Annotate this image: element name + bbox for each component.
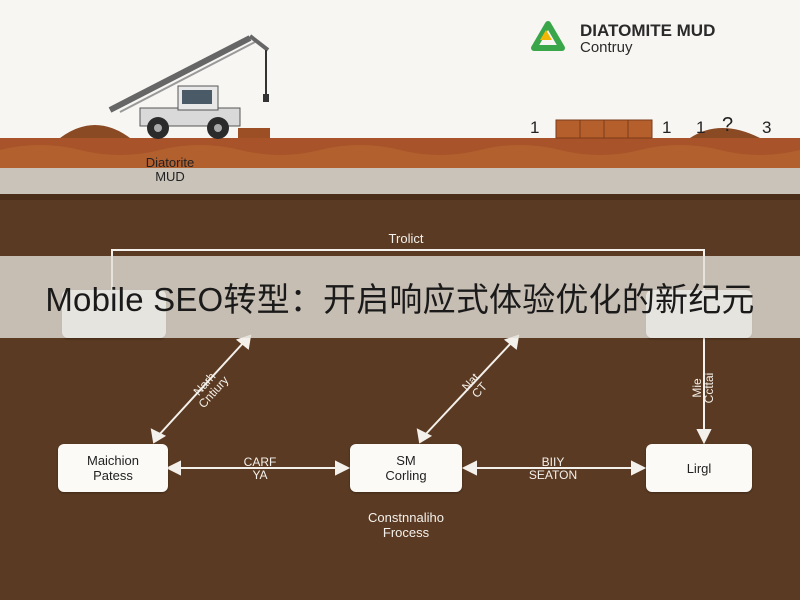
node-maichion: Maichion Patess [58,444,168,492]
crane-illustration [108,34,270,139]
scale-number: 1 [696,118,706,137]
ground-label: Diatorite MUD [120,156,220,184]
deep-soil-edge [0,194,800,200]
edge-label-d3: Mie Ccttai [690,353,716,423]
node-line1: Maichion [86,453,140,468]
node-line1: Lirgl [686,460,712,476]
process-caption: Constnnaliho Frocess [326,510,486,540]
ground-label-line2: MUD [155,169,185,184]
sky [0,0,800,140]
edge-label-line1: CARF [243,455,277,469]
scale-number: 1 [530,118,540,137]
ground-label-line1: Diatorite [145,155,195,170]
title-banner: Mobile SEO转型：开启响应式体验优化的新纪元 [0,256,800,338]
company-logo: DIATOMITE MUD Contruy [526,20,786,60]
edge-label-e2: BIIY SEATON [508,456,598,482]
edge-label-e1: CARF YA [220,456,300,482]
node-line2: Corling [385,468,427,483]
scale-number: 3 [762,118,772,137]
recycle-logo-icon [531,21,565,51]
caption-line2: Frocess [382,525,430,540]
node-lirgl: Lirgl [646,444,752,492]
node-line1: SM [396,453,416,468]
edge-label-line2: Ccttai [702,372,716,404]
logo-subtitle: Contruy [580,39,633,56]
edge-label-line2: SEATON [528,468,578,482]
dirt-mound [60,125,130,138]
caption-line1: Constnnaliho [368,510,444,525]
logo-title: DIATOMITE MUD [580,21,716,40]
top-connector-label: Trolict [388,231,424,246]
scale-number: ? [722,114,734,136]
node-sm: SM Corling [350,444,462,492]
edge-label-line2: YA [252,468,268,482]
right-arrowhead [696,429,712,445]
brick-platform [555,119,653,139]
banner-title: Mobile SEO转型：开启响应式体验优化的新纪元 [45,281,755,318]
scale-number: 1 [662,118,672,137]
dirt-mound-right [690,128,760,138]
edge-d2 [423,341,513,437]
edge-d1 [157,341,245,437]
mid-band [0,168,800,196]
node-line2: Patess [93,468,133,483]
topsoil-wave [0,145,800,172]
edge-label-line1: BIIY [541,455,565,469]
